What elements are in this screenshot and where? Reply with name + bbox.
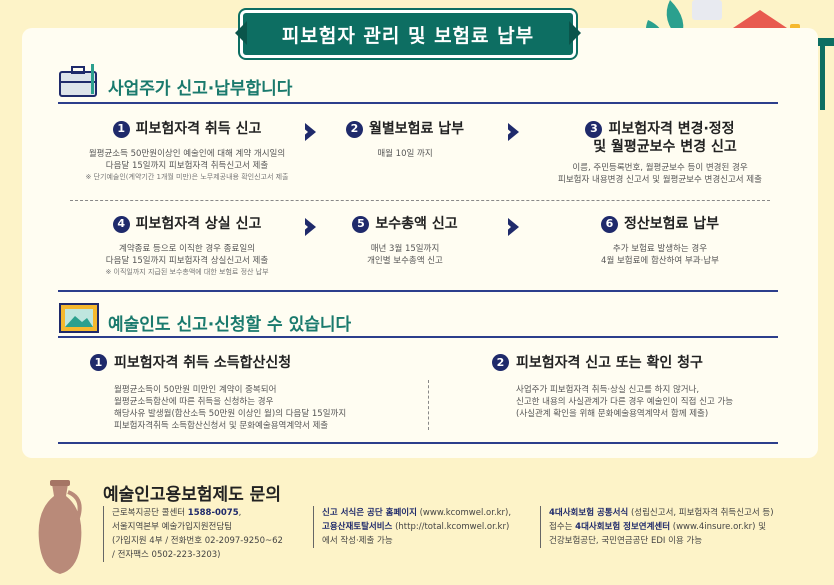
arrow-icon xyxy=(504,218,519,236)
artist-section-title: 예술인도 신고·신청할 수 있습니다 xyxy=(108,315,352,335)
picture-frame-icon xyxy=(58,302,100,338)
arrow-icon xyxy=(301,218,316,236)
arrow-icon xyxy=(504,123,519,141)
contact-col-1: 근로복지공단 콜센터 1588-0075, 서울지역본부 예술가입지원전담팀 (… xyxy=(103,506,302,562)
step-title: 피보험자격 취득 신고 xyxy=(135,121,262,137)
contact-col-3: 4대사회보험 공통서식 (성립신고서, 피보험자격 취득신고서 등) 접수는 4… xyxy=(540,506,819,548)
briefcase-icon xyxy=(58,64,100,102)
contact-col-2: 신고 서식은 공단 홈페이지 (www.kcomwel.or.kr), 고용산재… xyxy=(313,506,532,548)
step-title: 보수총액 신고 xyxy=(375,216,458,232)
content-card xyxy=(22,28,818,458)
step-title: 피보험자격 취득 소득합산신청 xyxy=(114,355,292,371)
step-title: 정산보험료 납부 xyxy=(623,216,720,232)
divider xyxy=(58,102,778,104)
contact-title: 예술인고용보험제도 문의 xyxy=(103,485,281,505)
dashed-divider xyxy=(428,380,429,430)
divider xyxy=(58,290,778,292)
step-title: 피보험자격 신고 또는 확인 청구 xyxy=(516,355,703,371)
step-title: 피보험자격 변경·정정 xyxy=(608,121,735,137)
step-title-2: 및 월평균보수 변경 신고 xyxy=(593,139,737,155)
step-title: 월별보험료 납부 xyxy=(368,121,465,137)
arrow-icon xyxy=(301,123,316,141)
step-title: 피보험자격 상실 신고 xyxy=(135,216,262,232)
employer-section-title: 사업주가 신고·납부합니다 xyxy=(108,79,293,99)
divider xyxy=(58,336,778,338)
vase-icon xyxy=(30,478,90,582)
divider xyxy=(58,442,778,444)
dashed-divider xyxy=(70,200,770,201)
page-title: 피보험자 관리 및 보험료 납부 xyxy=(235,10,581,58)
